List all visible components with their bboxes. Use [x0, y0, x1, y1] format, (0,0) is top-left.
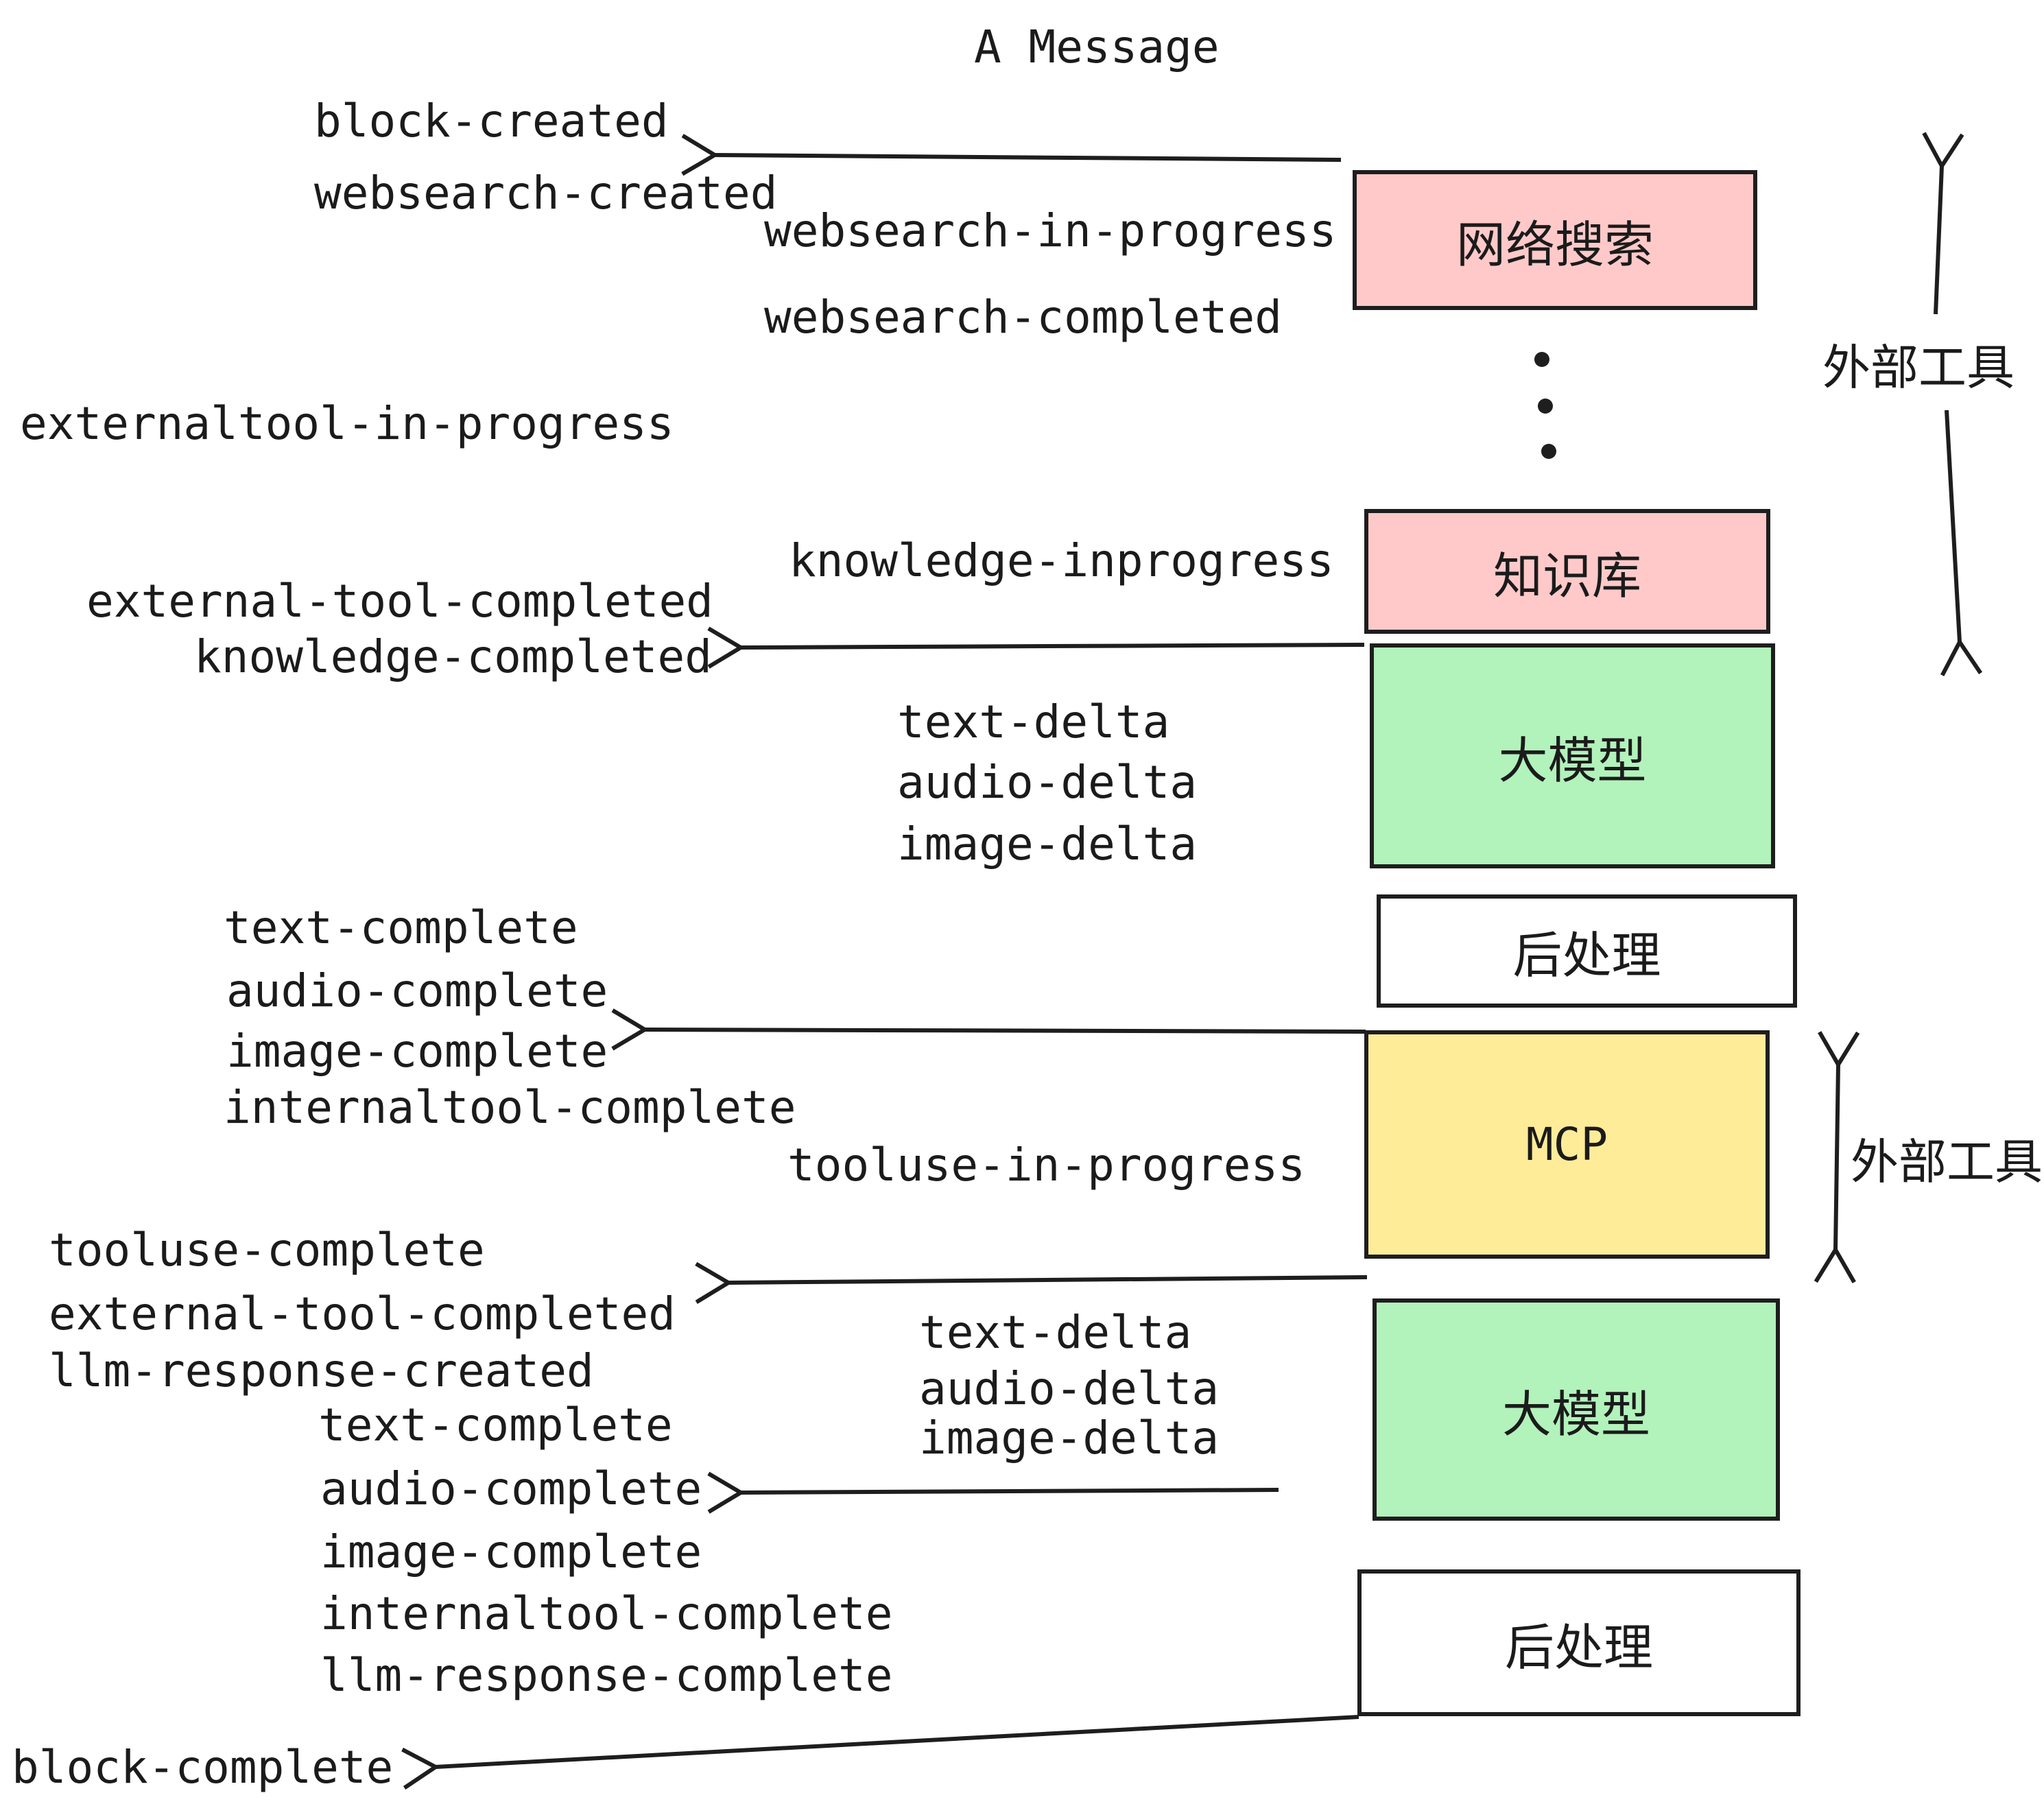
event-websearch-completed: websearch-completed	[764, 291, 1282, 344]
event-image-complete-2: image-complete	[320, 1526, 702, 1578]
event-llm-response-created: llm-response-created	[49, 1344, 594, 1397]
event-image-delta: image-delta	[897, 818, 1198, 870]
box-knowledge: 知识库	[1364, 509, 1770, 634]
external-tools-up-arrow	[1922, 132, 1964, 315]
box-knowledge-label: 知识库	[1493, 547, 1641, 605]
event-tooluse-in-progress: tooluse-in-progress	[787, 1139, 1305, 1191]
box-llm-1-label: 大模型	[1498, 731, 1647, 790]
event-external-tool-completed: external-tool-completed	[86, 575, 713, 628]
event-external-tool-completed-2: external-tool-completed	[49, 1287, 676, 1340]
arrow-to-audio-complete	[707, 1471, 1279, 1514]
event-websearch-in-progress: websearch-in-progress	[764, 204, 1337, 257]
diagram-title: A Message	[974, 21, 1220, 73]
ellipsis-dots	[1534, 352, 1556, 459]
arrow-to-block-complete	[401, 1715, 1359, 1790]
event-audio-complete-2: audio-complete	[320, 1462, 702, 1515]
event-audio-delta: audio-delta	[897, 756, 1198, 809]
box-websearch-label: 网络搜索	[1455, 215, 1654, 274]
event-externaltool-in-progress: externaltool-in-progress	[20, 397, 674, 450]
label-external-tools-mid: 外部工具	[1851, 1134, 2043, 1190]
event-internaltool-complete-2: internaltool-complete	[320, 1587, 893, 1640]
event-text-complete: text-complete	[224, 901, 578, 954]
arrow-to-external-tool-completed	[695, 1261, 1368, 1304]
event-block-created: block-created	[314, 95, 669, 147]
event-audio-delta-2: audio-delta	[919, 1362, 1220, 1415]
arrow-to-knowledge-completed	[707, 626, 1365, 669]
box-llm-1: 大模型	[1370, 643, 1775, 868]
box-llm-2-label: 大模型	[1501, 1385, 1650, 1443]
box-postprocess-2-label: 后处理	[1504, 1618, 1653, 1676]
label-external-tools-top: 外部工具	[1822, 340, 2015, 396]
event-tooluse-complete: tooluse-complete	[49, 1224, 485, 1277]
box-mcp: MCP	[1364, 1030, 1770, 1259]
event-block-complete: block-complete	[12, 1741, 394, 1794]
event-knowledge-completed: knowledge-completed	[194, 630, 712, 683]
external-tools-double-arrow	[1814, 1031, 1860, 1283]
arrow-to-block-created	[681, 134, 1342, 176]
arrow-to-image-complete	[611, 1008, 1366, 1051]
box-postprocess-1: 后处理	[1377, 894, 1797, 1008]
event-knowledge-inprogress: knowledge-inprogress	[789, 534, 1334, 587]
event-websearch-created: websearch-created	[314, 167, 778, 219]
box-websearch: 网络搜索	[1353, 170, 1757, 310]
event-audio-complete: audio-complete	[226, 964, 608, 1017]
event-text-delta: text-delta	[897, 696, 1170, 748]
external-tools-down-arrow	[1940, 410, 1983, 676]
box-postprocess-1-label: 后处理	[1512, 927, 1661, 984]
event-text-complete-2: text-complete	[318, 1399, 673, 1451]
event-llm-response-complete: llm-response-complete	[320, 1649, 893, 1702]
box-mcp-label: MCP	[1525, 1117, 1608, 1171]
event-text-delta-2: text-delta	[919, 1306, 1192, 1359]
event-image-delta-2: image-delta	[919, 1412, 1220, 1464]
box-postprocess-2: 后处理	[1357, 1569, 1801, 1716]
box-llm-2: 大模型	[1372, 1298, 1780, 1521]
event-internaltool-complete: internaltool-complete	[224, 1081, 796, 1134]
event-image-complete: image-complete	[226, 1025, 608, 1078]
